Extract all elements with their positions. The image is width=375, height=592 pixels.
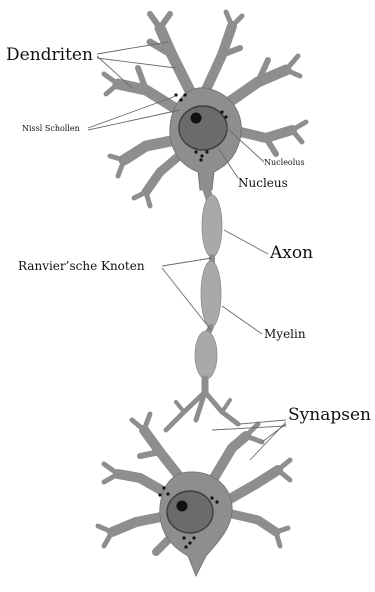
- label-axon: Axon: [269, 243, 313, 263]
- lower-neuron: [98, 392, 290, 576]
- label-nucleolus: Nucleolus: [264, 158, 305, 167]
- myelin-sheath-2: [201, 261, 221, 327]
- lower-nucleolus: [177, 501, 188, 512]
- label-ranvier: Ranvier’sche Knoten: [18, 259, 145, 273]
- axon-terminals: [166, 392, 238, 430]
- label-nissl: Nissl Schollen: [22, 124, 80, 133]
- label-dendriten: Dendriten: [6, 45, 93, 65]
- label-nucleus: Nucleus: [238, 176, 288, 190]
- axon-segment: [195, 188, 222, 392]
- label-synapsen: Synapsen: [288, 405, 371, 425]
- myelin-sheath-3: [195, 331, 217, 379]
- myelin-sheath-1: [202, 195, 222, 257]
- upper-nucleus: [179, 106, 227, 150]
- lower-nucleus: [167, 491, 213, 533]
- upper-nucleolus: [191, 113, 202, 124]
- label-myelin: Myelin: [264, 327, 306, 341]
